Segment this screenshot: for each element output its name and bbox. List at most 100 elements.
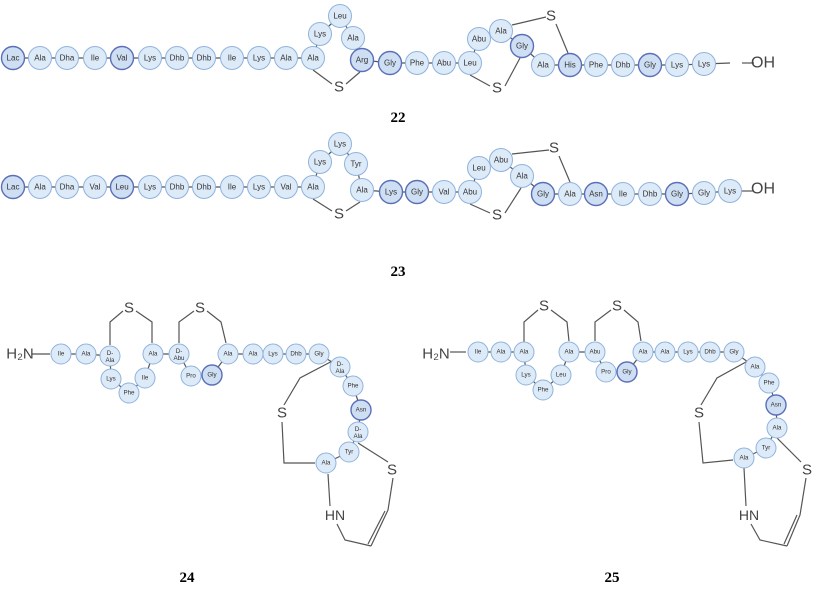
residue-25-7: Abu xyxy=(584,341,606,363)
thioether-bond xyxy=(550,309,570,342)
residue-label: Ile xyxy=(475,349,482,356)
residue-label: Phe xyxy=(763,380,775,387)
residue-25-8: Pro xyxy=(595,361,617,383)
residue-circle xyxy=(301,46,325,70)
residue-25-11: Ala xyxy=(654,341,676,363)
residue-25-1: Ala xyxy=(490,341,512,363)
residue-circle xyxy=(558,341,580,363)
residue-label: Pro xyxy=(186,373,196,380)
thioether-bond xyxy=(504,187,522,214)
residue-23-10: Val xyxy=(274,175,298,199)
residue-25-14: Gly xyxy=(723,341,745,363)
residue-circle xyxy=(758,372,780,394)
residue-circle xyxy=(55,175,79,199)
residue-23-3: Val xyxy=(83,175,107,199)
residue-circle xyxy=(100,368,122,390)
residue-circle xyxy=(349,47,375,73)
residue-label: Ala xyxy=(322,460,332,467)
amine-ring-24: HN xyxy=(325,507,345,523)
residue-label: Gly xyxy=(729,349,739,356)
residue-circle xyxy=(513,341,535,363)
residue-label: Ile xyxy=(58,351,65,358)
thioether-bond xyxy=(786,477,807,547)
residue-label: Leu xyxy=(556,372,567,379)
residue-circle xyxy=(308,343,330,365)
residue-circle xyxy=(308,150,332,174)
residue-label: Ala xyxy=(661,349,671,356)
residue-23-5: Lys xyxy=(138,175,162,199)
sulfur-23-c: S xyxy=(492,207,502,224)
thioether-bond xyxy=(523,309,539,342)
residue-circle xyxy=(692,181,716,205)
residue-label: Abu xyxy=(437,59,451,68)
thioether-bond xyxy=(558,155,571,183)
residue-label: Gly xyxy=(644,61,656,70)
residue-circle xyxy=(637,52,663,78)
residue-label: Ala xyxy=(347,34,359,43)
residue-circle xyxy=(192,175,216,199)
residue-circle xyxy=(377,50,403,76)
amide-bond xyxy=(336,523,372,547)
thioether-bond xyxy=(178,310,195,343)
residue-label: Lys xyxy=(334,140,346,149)
residue-24-12: Lys xyxy=(262,343,284,365)
residue-label: Ala xyxy=(751,364,761,371)
residue-23-27: Dhb xyxy=(638,182,662,206)
residue-label: Lys xyxy=(144,54,156,63)
residue-24-16: Phe xyxy=(342,375,364,397)
residue-label: Leu xyxy=(115,183,128,192)
residue-circle xyxy=(220,46,244,70)
residue-circle xyxy=(692,52,716,76)
residue-label: Phe xyxy=(410,59,425,68)
residue-label: Gly xyxy=(314,351,324,358)
residue-label: Asn xyxy=(771,402,782,409)
residue-label: Abu xyxy=(589,349,601,356)
residue-23-7: Dhb xyxy=(192,175,216,199)
residue-24-17: Asn xyxy=(350,399,372,421)
residue-circle xyxy=(766,417,788,439)
sulfur-25-c: S xyxy=(694,405,704,422)
residue-23-13: Lys xyxy=(328,132,352,156)
residue-label: Lys xyxy=(268,351,277,358)
residue-23-16: Lys xyxy=(378,179,404,205)
residue-24-10: Ala xyxy=(217,343,239,365)
residue-24-1: Ala xyxy=(75,343,97,365)
residue-24-6: Ala xyxy=(142,343,164,365)
residue-25-4: Phe xyxy=(532,379,554,401)
residue-circle xyxy=(344,152,368,176)
residue-25-10: Ala xyxy=(632,341,654,363)
thioether-bond xyxy=(135,310,153,343)
thioether-bond xyxy=(109,310,124,345)
residue-circle xyxy=(0,174,26,200)
residue-circle xyxy=(338,441,360,463)
sulfur-24-a: S xyxy=(124,300,134,317)
residue-circle xyxy=(616,361,638,383)
residue-circle xyxy=(558,182,582,206)
residue-label: Ala xyxy=(249,351,259,358)
residue-label: Val xyxy=(281,183,292,192)
residue-circle xyxy=(611,182,635,206)
residue-label: Ala xyxy=(495,27,507,36)
residue-circle xyxy=(138,46,162,70)
residue-24-3: Lys xyxy=(100,368,122,390)
sulfur-22-c: S xyxy=(492,80,502,97)
residue-23-11: Ala xyxy=(301,175,325,199)
compound-label-23: 23 xyxy=(391,264,406,280)
amine-25: H₂N xyxy=(422,346,450,363)
residue-24-20: Ala xyxy=(315,452,337,474)
residue-label: Lys xyxy=(253,54,265,63)
residue-25-3: Lys xyxy=(515,364,537,386)
residue-circle xyxy=(531,53,555,77)
residue-circle xyxy=(699,341,721,363)
residue-label: Leu xyxy=(463,59,476,68)
thioether-bond xyxy=(345,71,361,85)
residue-25-15: Ala xyxy=(744,356,766,378)
residue-23-20: Leu xyxy=(467,156,491,180)
residue-circle xyxy=(584,341,606,363)
residue-22-5: Lys xyxy=(138,46,162,70)
residue-23-0: Lac xyxy=(0,174,26,200)
residue-circle xyxy=(0,45,26,71)
residue-24-7: D-Abu xyxy=(168,343,190,365)
thioether-bond xyxy=(469,203,491,214)
residue-circle xyxy=(134,367,156,389)
